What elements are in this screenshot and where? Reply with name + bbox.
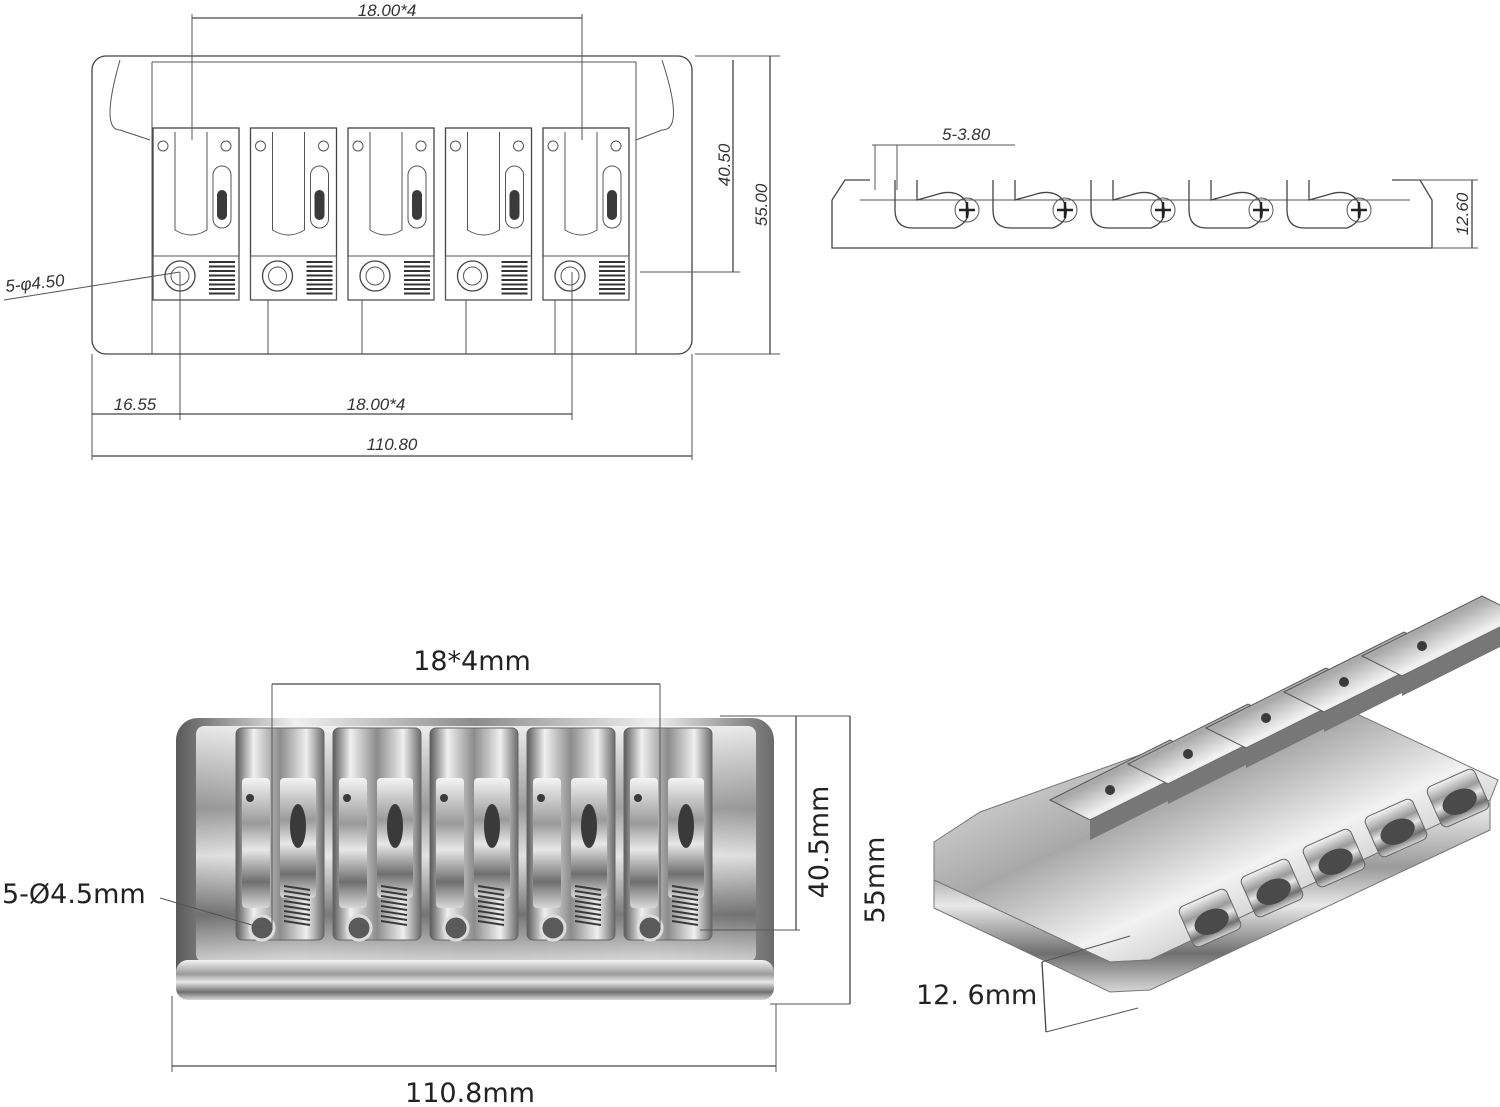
front-photo: 18*4mm 40.5mm 55mm 5-Ø4.5mm 110.8mm	[2, 646, 891, 1107]
top-view-drawing: 18.00*4 40.50 55.00 5-φ4.50 16.55 18.00*…	[3, 1, 780, 460]
base-plate-outline	[91, 55, 693, 355]
screw-icon	[1052, 197, 1078, 223]
dim-slot-width: 5-3.80	[942, 125, 991, 144]
screw-icon	[1150, 197, 1176, 223]
dim-bottom-spacing: 18.00*4	[347, 395, 406, 414]
side-saddle-hook	[1188, 180, 1274, 229]
dim-hole-diameter: 5-φ4.50	[4, 271, 65, 296]
screw-icon	[1346, 197, 1372, 223]
mounting-hole	[345, 914, 373, 942]
dim-total-width: 110.80	[367, 435, 418, 454]
mounting-hole	[456, 260, 489, 292]
saddle-drawing	[542, 127, 630, 301]
saddle-drawing	[444, 127, 533, 301]
dim-edge-offset: 16.55	[114, 395, 157, 414]
saddle-group	[152, 127, 630, 354]
photo-hole-diameter: 5-Ø4.5mm	[2, 879, 146, 910]
photo-inner-height: 40.5mm	[804, 786, 835, 899]
mounting-hole	[359, 260, 391, 292]
side-saddle-hook	[1090, 180, 1176, 229]
chrome-saddle	[235, 727, 325, 996]
photo-outer-height: 55mm	[860, 837, 891, 924]
screw-icon	[1248, 197, 1274, 223]
photo-total-width: 110.8mm	[405, 1078, 535, 1107]
mounting-hole	[261, 260, 294, 292]
side-profile	[831, 179, 1433, 249]
angled-photo: 12. 6mm	[916, 595, 1500, 1033]
side-saddle-hook	[1286, 180, 1372, 229]
angled-saddle	[1360, 595, 1500, 828]
photo-side-height: 12. 6mm	[916, 980, 1037, 1011]
mounting-hole	[442, 914, 470, 942]
photo-string-spacing: 18*4mm	[413, 646, 531, 677]
side-view-drawing: 5-3.80 12.60	[831, 125, 1478, 249]
right-contour	[635, 59, 674, 141]
string-hole	[1194, 908, 1229, 935]
dim-outer-height: 55.00	[752, 183, 771, 226]
saddle-drawing	[347, 127, 435, 301]
angled-saddle-group	[1048, 595, 1500, 948]
side-saddle-hook	[894, 180, 980, 229]
string-hole	[1318, 848, 1353, 875]
string-hole	[1380, 818, 1415, 845]
dim-top-spacing: 18.00*4	[358, 1, 417, 20]
string-hole	[1442, 788, 1477, 815]
dim-side-height: 12.60	[1453, 192, 1472, 235]
dim-inner-height: 40.50	[715, 143, 734, 186]
side-saddle-group	[894, 180, 1372, 229]
screw-icon	[954, 197, 980, 223]
mounting-hole	[554, 260, 586, 292]
mounting-hole	[539, 914, 567, 942]
string-hole	[1256, 878, 1291, 905]
mounting-hole	[636, 914, 664, 942]
side-saddle-hook	[992, 180, 1078, 229]
saddle-drawing	[249, 127, 338, 301]
left-contour	[109, 59, 151, 141]
